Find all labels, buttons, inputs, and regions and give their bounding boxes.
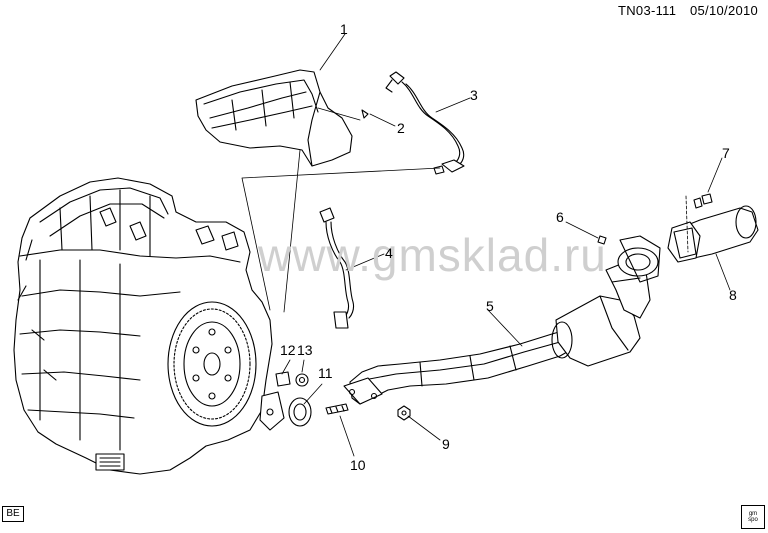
callout-13: 13 <box>297 342 313 358</box>
callout-6: 6 <box>556 209 564 225</box>
intermediate-pipe <box>667 205 759 263</box>
diagram-code: TN03-111 <box>618 3 677 18</box>
callout-10: 10 <box>350 457 366 473</box>
callout-11: 11 <box>318 365 333 381</box>
nut-9 <box>397 405 411 421</box>
manifold-outlet <box>259 391 285 431</box>
callout-4: 4 <box>385 245 393 261</box>
gasket-11 <box>288 397 312 427</box>
bolt-6 <box>597 235 607 245</box>
gm-spo-logo: gm spo <box>741 505 765 529</box>
bolt-7 <box>693 193 713 209</box>
heat-shield <box>195 69 353 167</box>
converter-flange <box>617 235 661 283</box>
stud-12 <box>275 371 291 387</box>
engine-code-badge: BE <box>2 506 24 522</box>
nut-13 <box>295 373 309 387</box>
diagram-date: 05/10/2010 <box>690 3 759 18</box>
exhaust-pipe-with-converter <box>343 261 651 405</box>
callout-5: 5 <box>486 298 494 314</box>
watermark: www.gmsklad.ru <box>258 229 607 281</box>
callout-7: 7 <box>722 145 730 161</box>
logo-line-1: gm <box>748 511 758 517</box>
flexplate <box>167 301 257 427</box>
callout-3: 3 <box>470 87 478 103</box>
callout-9: 9 <box>442 436 450 452</box>
logo-line-2: spo <box>748 517 758 523</box>
callout-12: 12 <box>280 342 296 358</box>
callout-8: 8 <box>729 287 737 303</box>
bolt-2 <box>361 109 369 119</box>
oxygen-sensor-upstream <box>385 71 465 175</box>
oxygen-sensor-downstream <box>319 207 355 329</box>
callout-2: 2 <box>397 120 405 136</box>
callout-1: 1 <box>340 21 348 37</box>
